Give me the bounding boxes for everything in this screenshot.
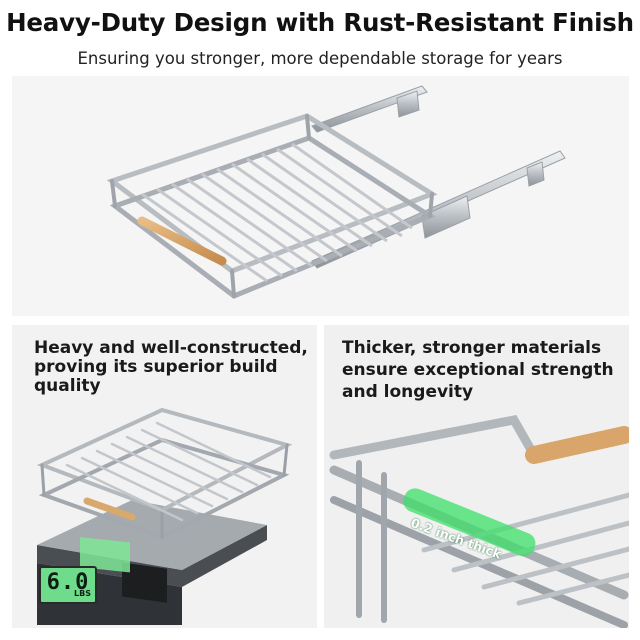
scale-display: 6.0	[39, 566, 97, 604]
page-title: Heavy-Duty Design with Rust-Resistant Fi…	[6, 8, 634, 37]
product-image-top	[12, 76, 629, 316]
digital-scale	[37, 500, 267, 625]
thickness-caption: Thicker, stronger materials ensure excep…	[342, 338, 614, 402]
wooden-handle	[137, 216, 227, 266]
wooden-handle-closeup	[525, 426, 629, 464]
scale-unit-label: LBS	[74, 589, 91, 598]
weight-caption: Heavy and well-constructed, proving its …	[34, 338, 308, 396]
wire-basket-illustration	[106, 85, 566, 299]
thickness-highlight	[403, 488, 536, 557]
basket-wire-floor	[141, 142, 413, 283]
slide-rail-back	[311, 85, 428, 133]
weight-panel: Heavy and well-constructed, proving its …	[12, 325, 317, 628]
wire-closeup-illustration	[329, 414, 629, 628]
page-subtitle: Ensuring you stronger, more dependable s…	[77, 49, 563, 68]
thickness-panel: Thicker, stronger materials ensure excep…	[324, 325, 629, 628]
basket-on-scale	[36, 407, 293, 540]
